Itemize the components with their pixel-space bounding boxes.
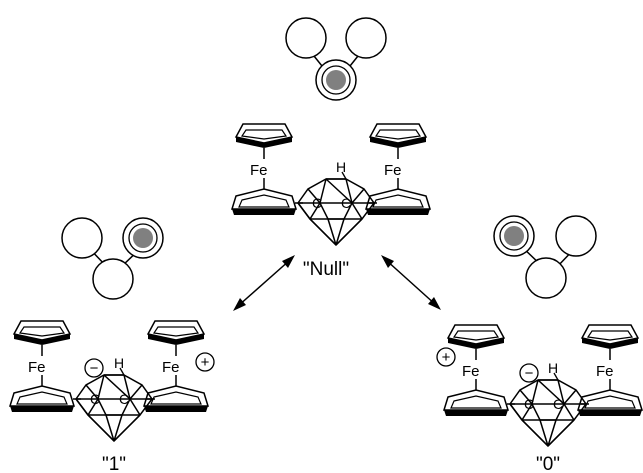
fe-label: Fe	[462, 363, 480, 380]
c-label: C	[524, 396, 534, 412]
site-circle-left	[61, 217, 103, 259]
c-label: C	[312, 195, 322, 211]
molecule-zero: Fe Fe H C C + −	[436, 324, 643, 447]
state-diagram-null	[285, 17, 387, 101]
c-label: C	[341, 195, 351, 211]
h-label: H	[114, 355, 124, 371]
occupied-dot	[504, 226, 524, 246]
state-diagram-zero	[493, 215, 597, 299]
c-label: C	[553, 396, 563, 412]
state-label-null: "Null"	[303, 259, 349, 280]
equilibrium-arrow-right	[381, 255, 441, 310]
svg-text:−: −	[525, 365, 534, 382]
h-label: H	[336, 159, 346, 175]
site-circle-right	[345, 17, 387, 59]
occupied-dot	[133, 228, 153, 248]
site-circle-right	[555, 215, 597, 257]
site-circle-bottom	[92, 258, 134, 300]
state-diagram-one	[61, 217, 164, 300]
c-label: C	[119, 391, 129, 407]
c-label: C	[90, 391, 100, 407]
minus-charge: −	[84, 358, 104, 378]
fe-label: Fe	[162, 359, 180, 376]
h-label: H	[548, 360, 558, 376]
plus-charge: +	[436, 347, 456, 367]
svg-text:−: −	[90, 360, 99, 377]
state-label-zero: "0"	[536, 454, 560, 473]
fe-label: Fe	[596, 363, 614, 380]
fe-label: Fe	[250, 162, 268, 179]
site-circle-bottom	[525, 257, 567, 299]
fe-label: Fe	[384, 162, 402, 179]
fe-label: Fe	[28, 359, 46, 376]
svg-text:+: +	[201, 354, 210, 371]
minus-charge: −	[519, 363, 539, 383]
state-label-one: "1"	[102, 454, 126, 473]
equilibrium-arrow-left	[233, 255, 295, 311]
plus-charge: +	[195, 352, 215, 372]
occupied-dot	[326, 70, 346, 90]
molecule-null: Fe Fe H C C	[231, 123, 431, 246]
site-circle-left	[285, 17, 327, 59]
svg-text:+: +	[442, 349, 451, 366]
molecule-one: Fe Fe H C C − +	[9, 320, 215, 442]
